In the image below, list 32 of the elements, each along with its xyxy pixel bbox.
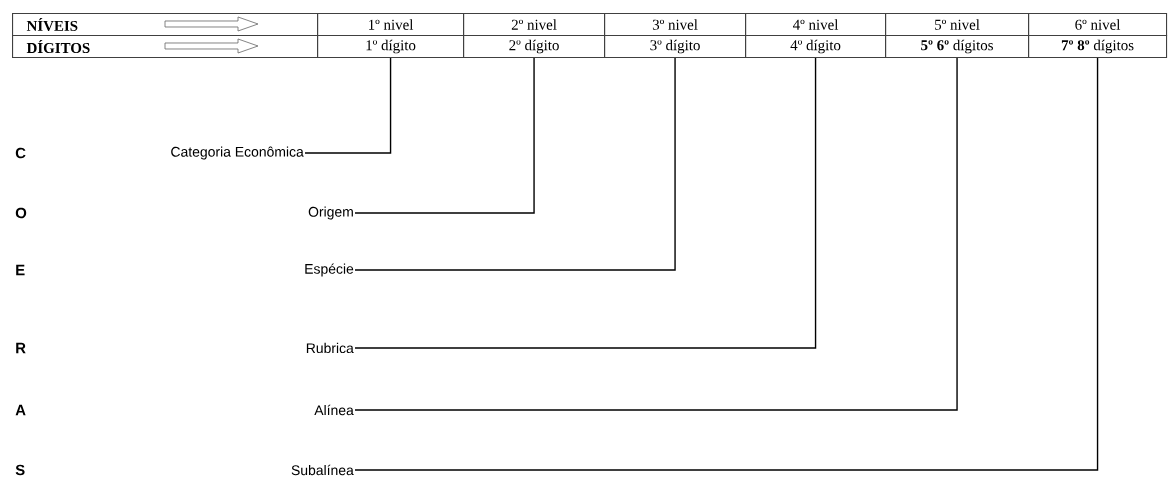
letter-label: A [15,404,26,416]
table-cell: DÍGITOS [12,35,319,59]
category-label: Categoria Econômica [171,146,304,160]
letter-label: S [15,464,25,476]
table-cell: 7º 8º dígitos [1028,35,1168,59]
connector-line [354,57,958,411]
table-cell: 3º dígito [604,35,747,59]
table-cell: 2º nivel [463,13,606,37]
letter-label: E [16,264,25,276]
table-cell: 4º nivel [745,13,887,37]
table-cell: 1º nivel [317,13,465,37]
category-label: Espécie [305,263,354,277]
connector-line [354,57,676,271]
table-cell: 5º 6º dígitos [885,35,1030,59]
table-cell: 6º nivel [1028,13,1168,37]
category-label: Rubrica [306,342,354,354]
connector-line [304,57,392,154]
table-cell: 2º dígito [463,35,606,59]
letter-label: C [15,147,26,159]
category-label: Subalínea [291,464,354,476]
category-label: Origem [308,206,353,220]
connector-line [354,57,817,349]
connector-line [354,57,535,214]
table-cell: 1º dígito [317,35,465,59]
table-cell: NÍVEIS [12,13,319,37]
letter-label: O [15,207,27,219]
category-label: Alínea [314,404,354,416]
letter-label: R [16,342,26,354]
table-cell: 5º nivel [885,13,1030,37]
table-cell: 4º dígito [745,35,887,59]
connector-line [354,57,1099,471]
table-cell: 3º nivel [604,13,747,37]
